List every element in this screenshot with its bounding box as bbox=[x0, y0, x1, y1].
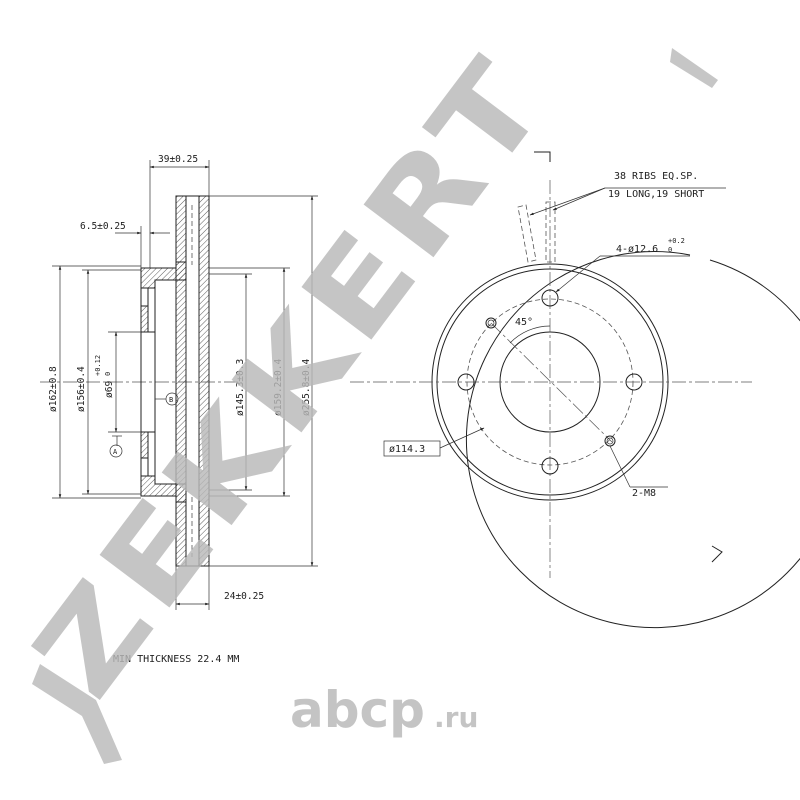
dim-thickness: 24±0.25 bbox=[224, 591, 264, 602]
dim-dia-69: ø69 bbox=[104, 381, 115, 398]
angle-label: 45° bbox=[515, 317, 533, 328]
dim-dia-162: ø162±0.8 bbox=[48, 366, 59, 412]
watermark-chevron-bottom bbox=[32, 664, 122, 764]
holes-tol-upper: +0.2 bbox=[668, 237, 685, 245]
logo-suffix: .ru bbox=[434, 701, 478, 734]
side-view: 39±0.25 6.5±0.25 24±0.25 ø162±0.8 ø156±0… bbox=[40, 154, 318, 610]
dim-dia-69-tol-upper: +0.12 bbox=[94, 355, 102, 376]
min-thickness-note: MIN THICKNESS 22.4 MM bbox=[113, 654, 239, 665]
front-view: 38 RIBS EQ.SP. 19 LONG,19 SHORT 4-ø12.6 … bbox=[350, 151, 800, 629]
logo-main: abcp bbox=[290, 681, 425, 739]
holes-tol-lower: 0 bbox=[668, 246, 672, 254]
datum-b: B bbox=[169, 396, 173, 404]
dim-dia-255: ø255.8±0.4 bbox=[301, 359, 312, 416]
dim-hat-offset: 6.5±0.25 bbox=[80, 221, 126, 232]
ribs-note-line2: 19 LONG,19 SHORT bbox=[608, 189, 704, 200]
watermark-text: ZEKKERT bbox=[8, 32, 576, 723]
watermark-chevron-top bbox=[670, 48, 718, 88]
thread-label: 2-M8 bbox=[632, 488, 656, 499]
pcd-label: ø114.3 bbox=[389, 444, 425, 455]
dim-dia-145: ø145.3±0.3 bbox=[235, 359, 246, 416]
dim-width-overall: 39±0.25 bbox=[158, 154, 198, 165]
datum-a: A bbox=[113, 448, 118, 456]
holes-note: 4-ø12.6 bbox=[616, 244, 658, 255]
abcp-logo: abcp .ru bbox=[290, 681, 478, 739]
dim-dia-156: ø156±0.4 bbox=[76, 366, 87, 412]
dim-dia-69-tol-lower: 0 bbox=[104, 372, 112, 376]
ribs-note-line1: 38 RIBS EQ.SP. bbox=[614, 171, 698, 182]
dim-dia-159: ø159.2±0.4 bbox=[273, 359, 284, 416]
